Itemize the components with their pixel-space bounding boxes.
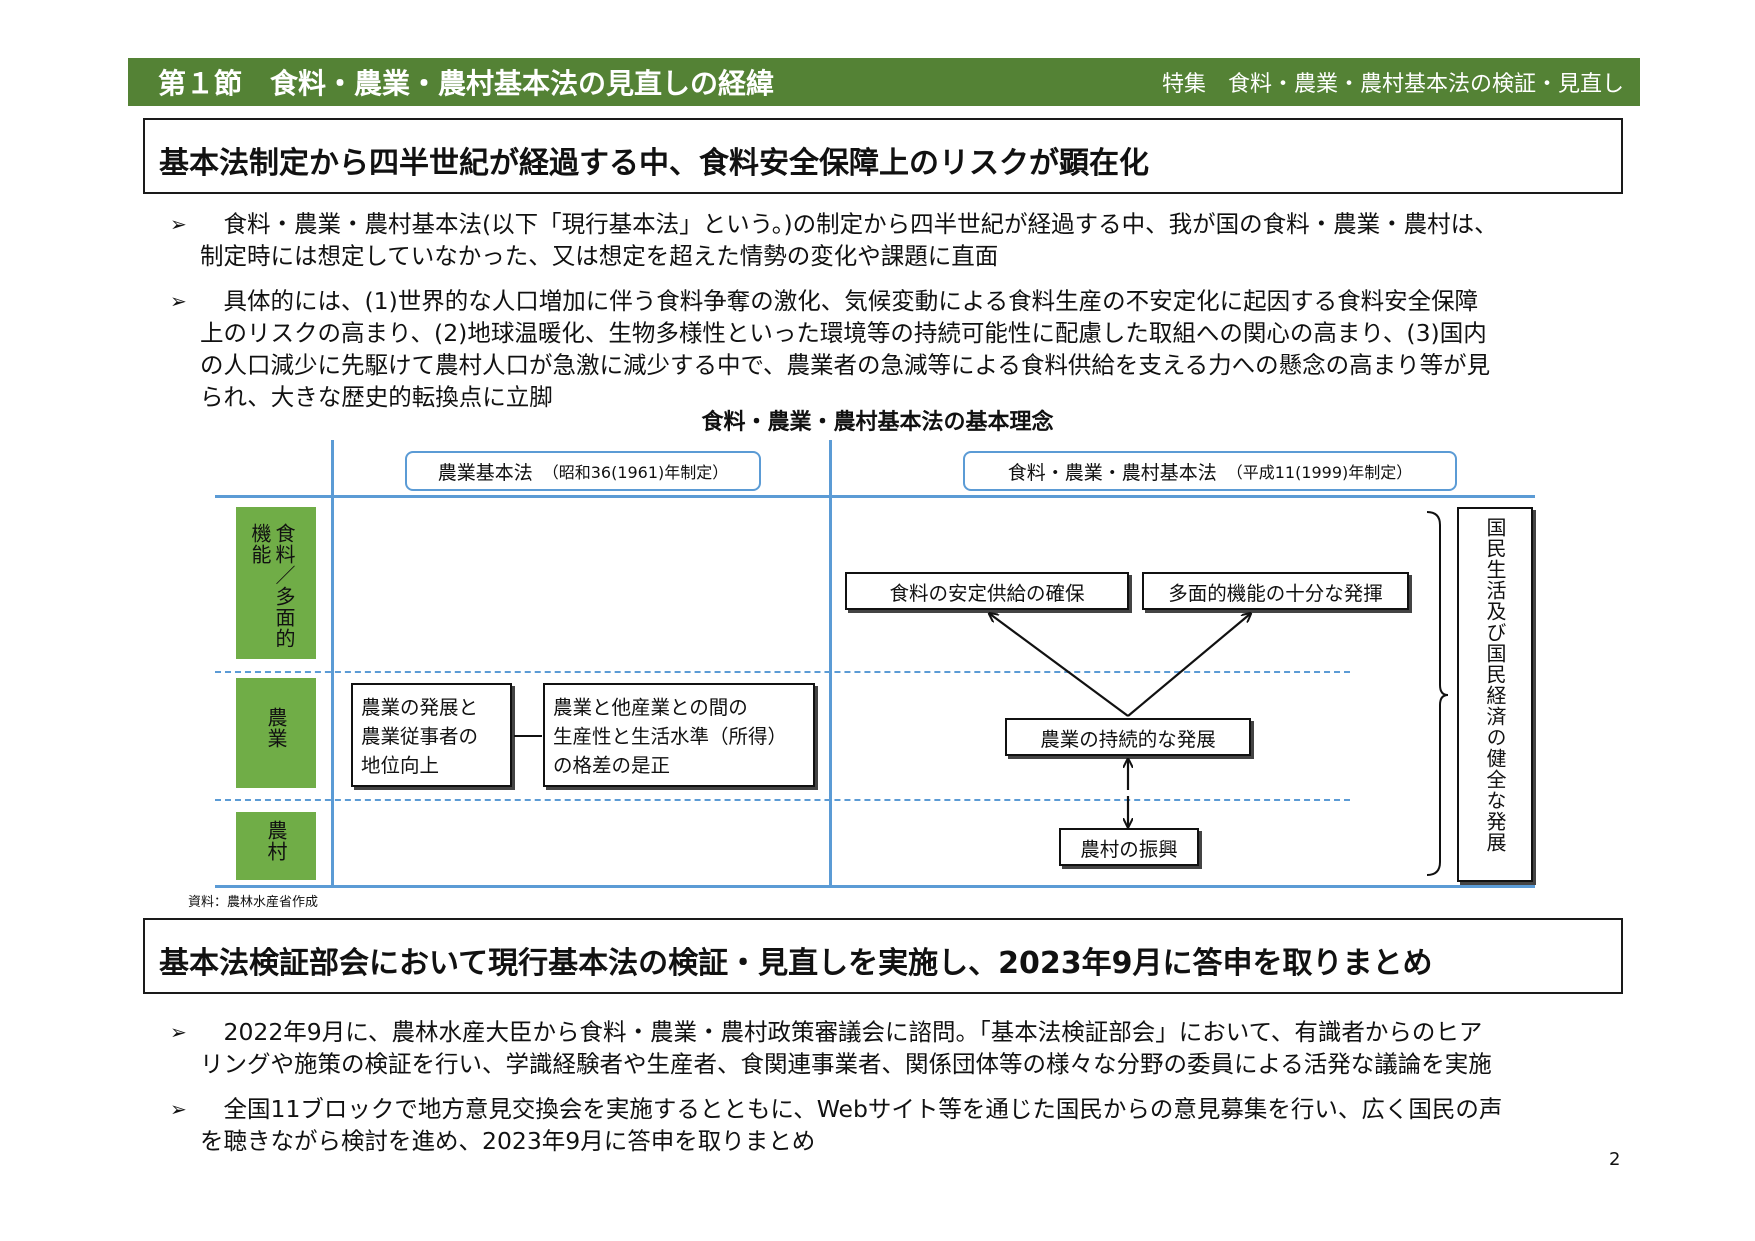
bullet-line: 上のリスクの高まり、(2)地球温暖化、生物多様性といった環境等の持続可能性に配慮… [200, 319, 1487, 347]
old-goal-connector [514, 735, 542, 737]
bullet-line: 制定時には想定していなかった、又は想定を超えた情勢の変化や課題に直面 [200, 242, 999, 270]
grid-hline-bottom [215, 885, 1535, 888]
old-goal-2-line: 農業と他産業との間の [553, 696, 748, 719]
row-label-food-text: 食料／多面的機能 [248, 523, 296, 649]
old-law-name: 農業基本法 [437, 461, 533, 484]
old-goal-1-line: 地位向上 [361, 754, 440, 777]
new-law-name: 食料・農業・農村基本法 [1007, 461, 1217, 484]
row-label-rural-text: 農村 [264, 820, 288, 862]
row-label-agri: 農業 [236, 678, 316, 788]
grid-vline-left [331, 440, 334, 888]
page-number: 2 [1609, 1149, 1621, 1170]
bullet-line: 全国11ブロックで地方意見交換会を実施するとともに、Webサイト等を通じた国民か… [200, 1095, 1503, 1123]
old-goal-1-line: 農業従事者の [361, 725, 479, 748]
bullet-marker: ➢ [170, 1097, 187, 1121]
rural-promotion-box: 農村の振興 [1059, 828, 1199, 866]
header-band: 第１節 食料・農業・農村基本法の見直しの経緯 特集 食料・農業・農村基本法の検証… [128, 58, 1640, 106]
bullet-line: を聴きながら検討を進め、2023年9月に答申を取りまとめ [200, 1127, 816, 1155]
old-goal-2-line: の格差の是正 [553, 754, 671, 777]
goal-brace [1426, 511, 1449, 876]
old-goal-1-line: 農業の発展と [361, 696, 479, 719]
new-law-note: （平成11(1999)年制定） [1226, 463, 1413, 482]
section-heading: 第１節 食料・農業・農村基本法の見直しの経緯 [158, 67, 775, 100]
section1-title: 基本法制定から四半世紀が経過する中、食料安全保障上のリスクが顕在化 [159, 146, 1149, 181]
arrow-to-stable-supply [990, 614, 1129, 717]
old-law-label: 農業基本法 （昭和36(1961)年制定） [405, 451, 761, 491]
old-law-note: （昭和36(1961)年制定） [542, 463, 729, 482]
bullet-line: られ、大きな歴史的転換点に立脚 [200, 383, 553, 411]
row-label-rural: 農村 [236, 812, 316, 880]
bullet-line: 具体的には、(1)世界的な人口増加に伴う食料争奪の激化、気候変動による食料生産の… [200, 287, 1479, 315]
national-goal-text: 国民生活及び国民経済の健全な発展 [1483, 517, 1507, 853]
row-label-food: 食料／多面的機能 [236, 507, 316, 659]
section1-title-box: 基本法制定から四半世紀が経過する中、食料安全保障上のリスクが顕在化 [143, 118, 1623, 194]
diagram-title: 食料・農業・農村基本法の基本理念 [701, 410, 1054, 435]
row-label-agri-text: 農業 [264, 707, 288, 749]
row-divider-1 [215, 671, 1350, 673]
bullet-line: の人口減少に先駆けて農村人口が急激に減少する中で、農業者の急減等による食料供給を… [200, 351, 1491, 379]
bullet-line: 食料・農業・農村基本法(以下「現行基本法」という。)の制定から四半世紀が経過する… [200, 210, 1498, 238]
bullet-marker: ➢ [170, 289, 187, 313]
arrow-to-multifunction [1127, 614, 1250, 717]
old-goal-box-1: 農業の発展と 農業従事者の 地位向上 [351, 683, 512, 787]
bullet-marker: ➢ [170, 1020, 187, 1044]
bullet-marker: ➢ [170, 212, 187, 236]
source-note: 資料：農林水産省作成 [188, 895, 319, 910]
section2-title: 基本法検証部会において現行基本法の検証・見直しを実施し、2023年9月に答申を取… [159, 946, 1433, 981]
row-divider-2 [215, 799, 1350, 801]
grid-hline-header [215, 495, 1535, 498]
feature-label: 特集 食料・農業・農村基本法の検証・見直し [1161, 72, 1624, 97]
multifunction-box: 多面的機能の十分な発揮 [1142, 572, 1409, 610]
bullet-line: リングや施策の検証を行い、学識経験者や生産者、食関連事業者、関係団体等の様々な分… [200, 1050, 1492, 1078]
section2-title-box: 基本法検証部会において現行基本法の検証・見直しを実施し、2023年9月に答申を取… [143, 918, 1623, 994]
old-goal-2-line: 生産性と生活水準（所得） [553, 725, 788, 748]
sustainable-agriculture-box: 農業の持続的な発展 [1005, 718, 1251, 756]
stable-supply-box: 食料の安定供給の確保 [845, 572, 1129, 610]
old-goal-box-2: 農業と他産業との間の 生産性と生活水準（所得） の格差の是正 [543, 683, 815, 787]
new-law-label: 食料・農業・農村基本法 （平成11(1999)年制定） [963, 451, 1457, 491]
grid-vline-mid [829, 440, 832, 888]
national-goal-box: 国民生活及び国民経済の健全な発展 [1457, 507, 1533, 882]
bullet-line: 2022年9月に、農林水産大臣から食料・農業・農村政策審議会に諮問。「基本法検証… [200, 1018, 1483, 1046]
